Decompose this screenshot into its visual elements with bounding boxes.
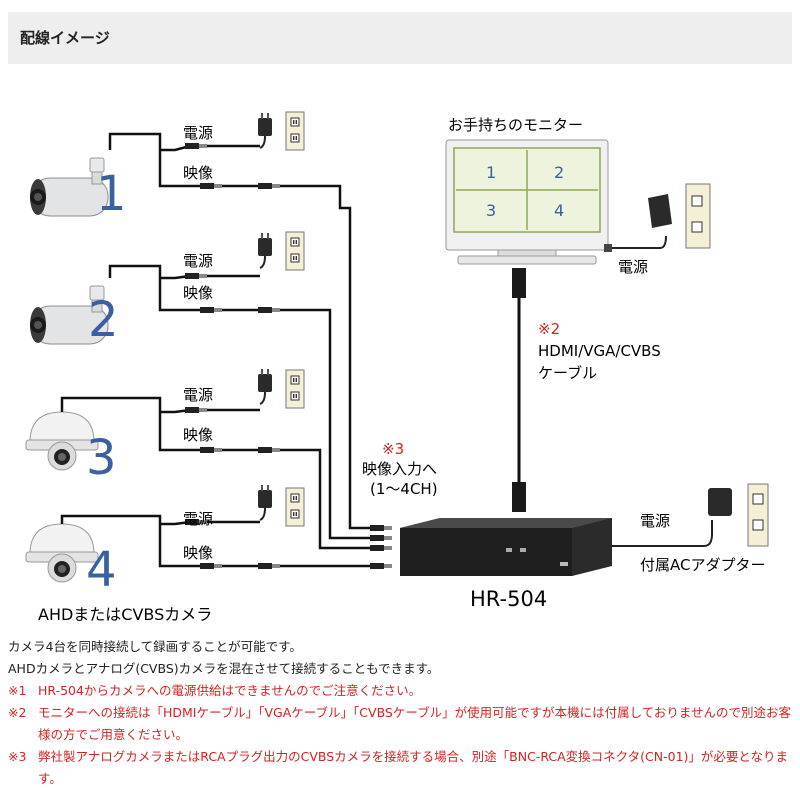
section-header: 配線イメージ — [8, 12, 792, 64]
camera-4-outlet — [285, 487, 305, 527]
camera-3-adapter — [257, 368, 273, 405]
notes-section: カメラ4台を同時接続して録画することが可能です。 AHDカメラとアナログ(CVB… — [8, 636, 794, 790]
section-title: 配線イメージ — [20, 29, 110, 47]
monitor-panel-4: 4 — [554, 201, 564, 220]
note-item-1-text: HR-504からカメラへの電源供給はできませんのでご注意ください。 — [38, 683, 422, 698]
note-item-2-mark: ※2 — [8, 705, 27, 720]
camera-4-video-label: 映像 — [183, 544, 213, 562]
cable-line2: ケーブル — [538, 364, 597, 382]
ac-adapter-outlet — [747, 483, 769, 547]
cable-mark: ※2 — [538, 320, 560, 338]
camera-4-power-label: 電源 — [183, 510, 213, 528]
note-item-2: ※2 モニターへの接続は「HDMIケーブル」「VGAケーブル」「CVBSケーブル… — [8, 702, 794, 746]
video-input-mark: ※3 — [382, 440, 404, 458]
note-line-2: AHDカメラとアナログ(CVBS)カメラを混在させて接続することもできます。 — [8, 661, 440, 676]
video-input-line2: (1～4CH) — [370, 480, 438, 498]
monitor-adapter — [648, 194, 672, 228]
wiring-diagram: 1 電源 映像 2 電源 映像 3 電源 映像 4 電源 映像 — [25, 111, 769, 624]
recorder-device — [400, 518, 612, 576]
note-item-3-text: 弊社製アナログカメラまたはRCAプラグ出力のCVBSカメラを接続する場合、別途「… — [38, 749, 789, 786]
camera-number-3: 3 — [86, 430, 117, 486]
camera-number-2: 2 — [88, 292, 119, 348]
camera-2-power-label: 電源 — [183, 252, 213, 270]
camera-3-outlet — [285, 369, 305, 409]
camera-number-4: 4 — [86, 542, 117, 598]
ac-adapter-power-label: 電源 — [640, 512, 670, 530]
camera-3-power-label: 電源 — [183, 386, 213, 404]
note-item-1: ※1 HR-504からカメラへの電源供給はできませんのでご注意ください。 — [8, 680, 794, 702]
camera-number-1: 1 — [96, 166, 127, 222]
recorder-model: HR-504 — [470, 587, 547, 611]
note-item-2-text: モニターへの接続は「HDMIケーブル」「VGAケーブル」「CVBSケーブル」が使… — [38, 705, 791, 742]
camera-2-outlet — [285, 231, 305, 271]
camera-caption: AHDまたはCVBSカメラ — [38, 605, 212, 624]
camera-2-video-label: 映像 — [183, 284, 213, 302]
camera-2-adapter — [257, 232, 273, 269]
camera-4-adapter — [257, 484, 273, 521]
note-item-3-mark: ※3 — [8, 749, 27, 764]
video-input-line1: 映像入力へ — [362, 460, 437, 478]
ac-adapter — [708, 488, 732, 516]
monitor-panel-2: 2 — [554, 163, 564, 182]
note-line-1: カメラ4台を同時接続して録画することが可能です。 — [8, 639, 302, 654]
note-item-1-mark: ※1 — [8, 683, 27, 698]
monitor-cable — [512, 268, 526, 512]
monitor-power-label: 電源 — [618, 258, 648, 276]
cable-line1: HDMI/VGA/CVBS — [538, 342, 661, 360]
monitor-panel-1: 1 — [486, 163, 496, 182]
camera-1-adapter — [257, 112, 273, 149]
camera-3-video-label: 映像 — [183, 426, 213, 444]
ac-adapter-caption: 付属ACアダプター — [640, 556, 765, 574]
monitor — [445, 139, 609, 265]
camera-1-power-label: 電源 — [183, 124, 213, 142]
note-item-3: ※3 弊社製アナログカメラまたはRCAプラグ出力のCVBSカメラを接続する場合、… — [8, 746, 794, 790]
monitor-panel-3: 3 — [486, 201, 496, 220]
camera-1-video-label: 映像 — [183, 164, 213, 182]
monitor-caption: お手持ちのモニター — [448, 116, 583, 134]
camera-1-outlet — [285, 111, 305, 151]
recorder-bnc-inputs — [370, 525, 392, 569]
